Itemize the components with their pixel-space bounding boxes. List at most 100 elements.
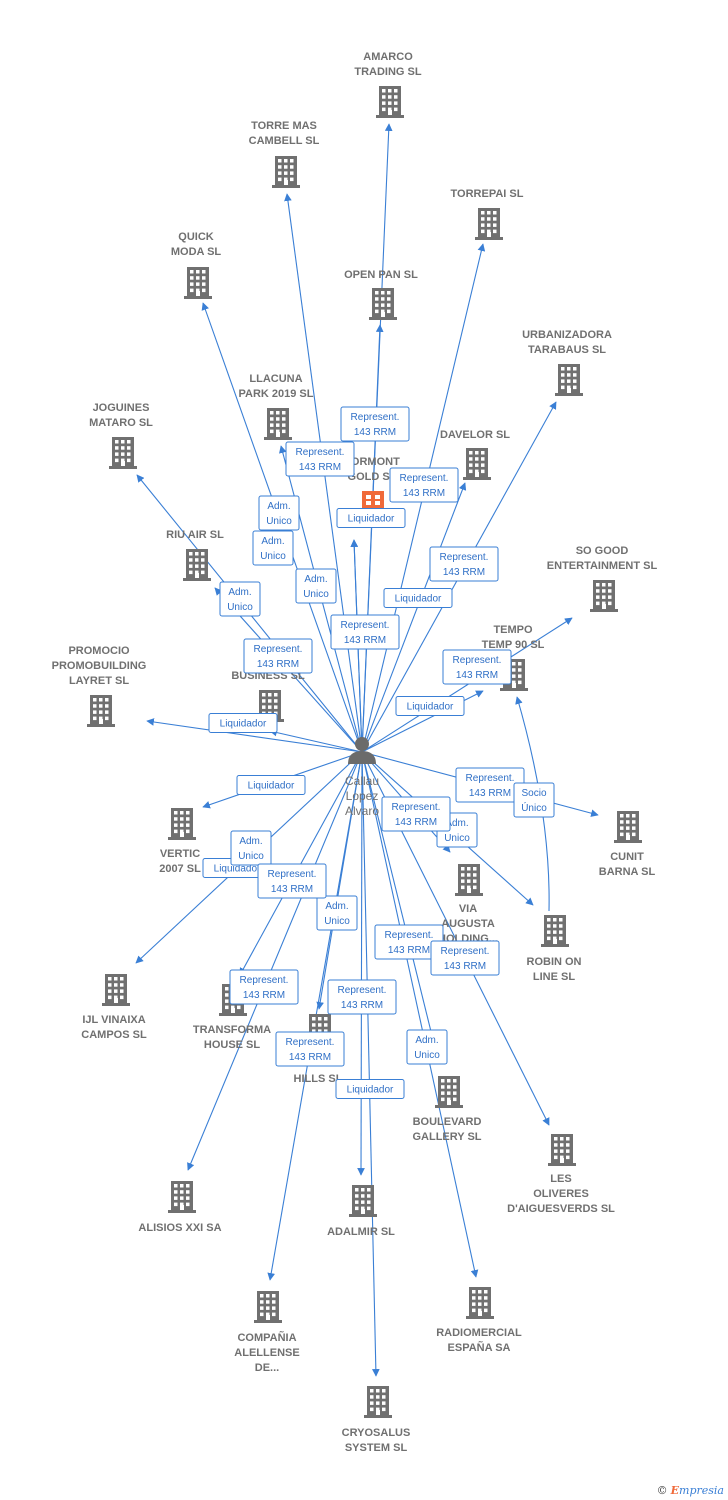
company-label-line: BOULEVARD bbox=[413, 1116, 482, 1128]
relation-label-riuair-represent[interactable]: Represent.143 RRM bbox=[442, 649, 512, 685]
company-label-line: TARABAUS SL bbox=[528, 344, 606, 356]
company-node-riuair[interactable]: RIU AIR SL bbox=[166, 529, 224, 581]
edge-label-box bbox=[383, 588, 453, 608]
company-node-davelor[interactable]: DAVELOR SL bbox=[440, 429, 510, 480]
edge-label-text: 143 RRM bbox=[469, 788, 511, 799]
company-node-openpan[interactable]: OPEN PAN SL bbox=[344, 269, 418, 320]
relation-label-formont-adm[interactable]: Adm.Unico bbox=[295, 568, 337, 604]
edge-label-text: Represent. bbox=[385, 930, 434, 941]
relation-label-hills-adm[interactable]: Adm.Unico bbox=[230, 830, 272, 866]
company-node-adalmir[interactable]: ADALMIR SL bbox=[327, 1185, 395, 1238]
edge-label-text: 143 RRM bbox=[403, 488, 445, 499]
relation-label-formont-represent[interactable]: Represent.143 RRM bbox=[330, 614, 400, 650]
building-icon bbox=[463, 448, 491, 480]
edge-label-box bbox=[252, 530, 294, 566]
company-label-line: BARNA SL bbox=[599, 866, 656, 878]
company-node-torrepai[interactable]: TORREPAI SL bbox=[451, 188, 524, 240]
relation-label-abusiness-represent[interactable]: Represent.143 RRM bbox=[243, 638, 313, 674]
edge-adalmir bbox=[357, 751, 365, 1176]
building-icon bbox=[548, 1134, 576, 1166]
relation-label-llacuna-adm[interactable]: Adm.Unico bbox=[252, 530, 294, 566]
relation-label-quickmoda-adm[interactable]: Adm.Unico bbox=[258, 495, 300, 531]
copyright-symbol: © bbox=[656, 1484, 668, 1497]
relation-label-urbanizadora-represent[interactable]: Represent. 143 RRM bbox=[429, 546, 499, 582]
relation-label-openpan-liquidador[interactable]: Liquidador bbox=[336, 508, 406, 528]
edge-label-text: Liquidador bbox=[348, 514, 395, 525]
building-icon bbox=[364, 1386, 392, 1418]
person-name-line: Lopez bbox=[346, 789, 379, 803]
edge-label-text: Represent. bbox=[440, 552, 489, 563]
company-label-line: OPEN PAN SL bbox=[344, 269, 418, 281]
building-icon bbox=[614, 811, 642, 843]
company-label-line: ADALMIR SL bbox=[327, 1226, 395, 1238]
empresia-watermark[interactable]: ©Empresia bbox=[657, 1484, 724, 1497]
company-node-alisios[interactable]: ALISIOS XXI SA bbox=[138, 1181, 222, 1234]
building-icon bbox=[254, 1291, 282, 1323]
relation-label-promocio-liquidador[interactable]: Liquidador bbox=[236, 775, 306, 795]
relation-label-viaaugusta-represent[interactable]: Represent.143 RRM bbox=[381, 796, 451, 832]
relation-label-alisios-represent[interactable]: Represent.143 RRM bbox=[257, 863, 327, 899]
relation-label-cryosalus-liquidador[interactable]: Liquidador bbox=[335, 1079, 405, 1099]
edge-label-text: 143 RRM bbox=[456, 670, 498, 681]
relation-label-torrepai-represent[interactable]: Represent.143 RRM bbox=[389, 467, 459, 503]
edge-label-text: Liquidador bbox=[248, 781, 295, 792]
building-icon bbox=[475, 208, 503, 240]
edge-cryosalus bbox=[361, 751, 380, 1377]
relation-label-amarco-represent[interactable]: Represent.143 RRM bbox=[340, 406, 410, 442]
relation-label-ijl-represent[interactable]: Represent.143 RRM bbox=[229, 969, 299, 1005]
relation-label-sogood-liquidador[interactable]: Liquidador bbox=[395, 696, 465, 716]
relation-label-tempo-liquidador[interactable]: Liquidador bbox=[208, 713, 278, 733]
edge-label-text: Represent. bbox=[466, 773, 515, 784]
edge-label-text: Represent. bbox=[286, 1037, 335, 1048]
relation-label-compania-represent[interactable]: Represent.143 RRM bbox=[275, 1031, 345, 1067]
relation-label-transforma-adm[interactable]: Adm.Unico bbox=[316, 895, 358, 931]
relation-label-lesoliveres-represent[interactable]: Represent.143 RRM bbox=[430, 940, 500, 976]
edge-label-text: Unico bbox=[324, 916, 350, 927]
edge-label-box bbox=[295, 568, 337, 604]
edge-label-box bbox=[327, 979, 397, 1015]
building-icon bbox=[349, 1185, 377, 1217]
edge-label-text: Represent. bbox=[296, 447, 345, 458]
relation-label-davelor-liquidador[interactable]: Liquidador bbox=[383, 588, 453, 608]
relation-label-boulevard-represent[interactable]: Represent.143 RRM bbox=[374, 924, 444, 960]
relation-label-torremas-represent[interactable]: Represent.143 RRM bbox=[285, 441, 355, 477]
company-label: ALISIOS XXI SA bbox=[138, 1222, 221, 1234]
edge-label-box bbox=[243, 638, 313, 674]
edge-label-text: 143 RRM bbox=[443, 567, 485, 578]
relation-label-radiomercial-adm[interactable]: Adm.Unico bbox=[406, 1029, 448, 1065]
building-icon bbox=[102, 974, 130, 1006]
edge-labels-layer: Represent. 143 RRM Represent. 143 RRM Repres… bbox=[202, 406, 555, 1099]
company-label: RIU AIR SL bbox=[166, 529, 224, 541]
relation-label-adalmir-represent[interactable]: Represent.143 RRM bbox=[327, 979, 397, 1015]
company-label-line: PROMOCIO bbox=[68, 645, 130, 657]
relation-label-joguines-adm[interactable]: Adm.Unico bbox=[219, 581, 261, 617]
